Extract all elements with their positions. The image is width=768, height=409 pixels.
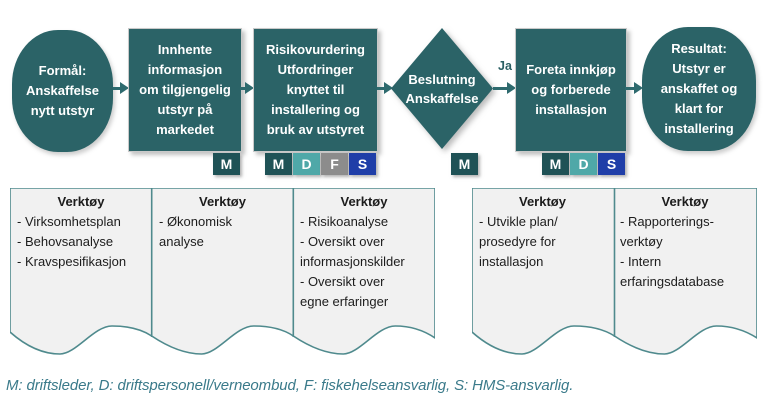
flow-arrow-1: [113, 82, 129, 95]
result-terminator: Resultat: Utstyr er anskaffet og klart f…: [642, 27, 756, 151]
toolbox-item: verktøy: [620, 234, 663, 249]
arrow-right-icon: [507, 82, 516, 94]
flow-arrow-2: [240, 82, 254, 95]
toolbox-item: - Kravspesifikasjon: [17, 254, 127, 269]
toolbox-title: Verktøy: [340, 194, 388, 209]
result-line: Utstyr er: [672, 61, 726, 76]
toolbox-item: - Risikoanalyse: [300, 214, 389, 229]
decision-line: Beslutning: [408, 71, 476, 87]
step-line: utstyr på: [157, 102, 213, 117]
start-terminator: Formål: Anskaffelse nytt utstyr: [12, 30, 113, 152]
step-risk-assessment: Risikovurdering Utfordringer knyttet til…: [253, 28, 378, 152]
decision-diamond: Beslutning Anskaffelse: [391, 28, 493, 149]
badge-m: M: [542, 153, 569, 175]
arrow-line: [377, 87, 386, 90]
badge-m: M: [451, 153, 478, 175]
step-gather-info: Innhente informasjon om tilgjengelig uts…: [128, 28, 242, 152]
arrow-line: [625, 87, 636, 90]
toolbox-item: egne erfaringer: [300, 294, 389, 309]
result-header: Resultat:: [671, 41, 727, 56]
flow-arrow-3: [377, 82, 393, 95]
toolbox-item: - Rapporterings-: [620, 214, 714, 229]
toolbox-reporting: Verktøy - Rapporterings- verktøy - Inter…: [613, 188, 757, 292]
toolbox-planning: Verktøy - Virksomhetsplan - Behovsanalys…: [10, 188, 152, 272]
result-line: installering: [664, 121, 734, 136]
badge-m: M: [265, 153, 292, 175]
arrow-right-icon: [634, 82, 643, 94]
arrow-right-icon: [245, 82, 254, 94]
toolbox-title: Verktøy: [57, 194, 105, 209]
badge-s: S: [349, 153, 376, 175]
toolbox-item: installasjon: [479, 254, 544, 269]
toolbox-risk: Verktøy - Risikoanalyse - Oversikt over …: [293, 188, 435, 312]
toolbox-group-right: [472, 188, 757, 355]
step-line: informasjon: [147, 62, 223, 77]
result-line: klart for: [674, 101, 724, 116]
step-line: og forberede: [531, 82, 611, 97]
step-line: Foreta innkjøp: [526, 62, 616, 77]
toolbox-economy: Verktøy - Økonomisk analyse: [152, 188, 293, 252]
toolbox-installation: Verktøy - Utvikle plan/ prosedyre for in…: [472, 188, 613, 272]
role-legend: M: driftsleder, D: driftspersonell/verne…: [6, 377, 574, 394]
flow-arrow-4: [493, 82, 516, 95]
badge-m: M: [213, 153, 240, 175]
procure-badge-row: M D S: [515, 153, 627, 175]
decision-shape: Beslutning Anskaffelse: [391, 28, 493, 149]
toolbox-item: - Oversikt over: [300, 234, 385, 249]
step-line: Innhente: [157, 42, 213, 57]
toolbox-item: - Utvikle plan/: [479, 214, 558, 229]
arrow-line: [240, 87, 247, 90]
toolbox-item: - Virksomhetsplan: [17, 214, 121, 229]
badge-d: D: [293, 153, 320, 175]
toolbox-item: - Økonomisk: [159, 214, 232, 229]
flow-arrow-5: [625, 82, 643, 95]
risk-badge-row: M D F S: [253, 153, 377, 175]
step-procurement: Foreta innkjøp og forberede installasjon: [515, 28, 627, 152]
gather-badge-row: M: [128, 153, 241, 175]
toolbox-title: Verktøy: [661, 194, 709, 209]
branch-label-ja: Ja: [498, 59, 512, 73]
step-line: om tilgjengelig: [139, 82, 231, 97]
toolbox-item: analyse: [159, 234, 204, 249]
toolbox-item: - Behovsanalyse: [17, 234, 114, 249]
arrow-line: [113, 87, 122, 90]
step-line: knyttet til: [286, 82, 345, 97]
start-line: Anskaffelse: [26, 83, 99, 98]
step-line: installering og: [271, 102, 360, 117]
decision-badge-row: M: [451, 153, 478, 175]
arrow-right-icon: [120, 82, 129, 94]
toolbox-item: informasjonskilder: [300, 254, 405, 269]
risk-header: Risikovurdering: [266, 42, 365, 57]
toolbox-title: Verktøy: [199, 194, 246, 209]
decision-line: Anskaffelse: [405, 90, 479, 106]
step-line: bruk av utstyret: [266, 122, 365, 137]
badge-f: F: [321, 153, 348, 175]
toolbox-item: - Intern: [620, 254, 662, 269]
arrow-right-icon: [384, 82, 393, 94]
toolbox-group-left: [10, 188, 435, 355]
badge-s: S: [598, 153, 625, 175]
start-line: nytt utstyr: [30, 103, 95, 118]
badge-d: D: [570, 153, 597, 175]
toolbox-item: erfaringsdatabase: [620, 274, 725, 289]
step-line: Utfordringer: [277, 62, 354, 77]
step-line: markedet: [156, 122, 214, 137]
step-line: installasjon: [535, 102, 607, 117]
result-line: anskaffet og: [660, 81, 738, 96]
toolbox-item: prosedyre for: [479, 234, 556, 249]
start-header: Formål:: [38, 63, 87, 78]
arrow-line: [493, 87, 509, 90]
toolbox-title: Verktøy: [519, 194, 566, 209]
toolbox-item: - Oversikt over: [300, 274, 385, 289]
